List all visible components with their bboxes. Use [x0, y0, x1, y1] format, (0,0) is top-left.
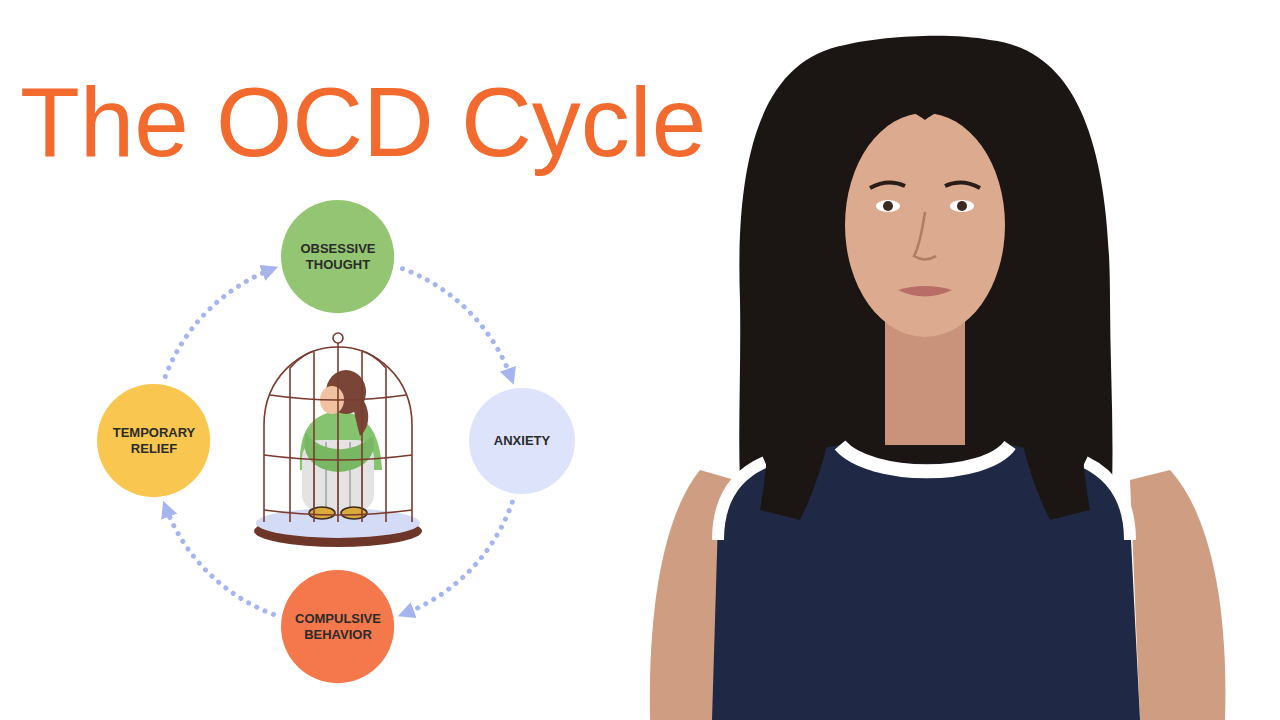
- right-arm: [1130, 470, 1225, 720]
- cycle-step-circle: ANXIETY: [469, 388, 575, 494]
- circle-text-group: ANXIETY: [494, 433, 550, 449]
- step-label: COMPULSIVE BEHAVIOR: [292, 611, 384, 642]
- left-iris: [883, 201, 893, 211]
- hair-top: [840, 44, 1010, 120]
- circle-text-group: TEMPORARY RELIEF: [108, 425, 200, 456]
- ponytail: [353, 395, 368, 436]
- right-shoe: [341, 507, 367, 519]
- circle-fill: [469, 388, 575, 494]
- step-label: ANXIETY: [494, 433, 550, 449]
- step-label: OBSESSIVE THOUGHT: [292, 241, 384, 272]
- circle-fill: [97, 384, 210, 497]
- nose: [914, 212, 936, 260]
- circle-fill: [281, 570, 394, 683]
- circle-fill: [281, 200, 394, 313]
- right-iris: [957, 201, 967, 211]
- right-brow: [945, 182, 980, 188]
- cycle-arrow: [403, 502, 513, 614]
- right-armhole-trim: [1085, 462, 1130, 540]
- left-eye: [876, 200, 900, 212]
- step-label: TEMPORARY RELIEF: [108, 425, 200, 456]
- diagram-title: The OCD Cycle: [20, 66, 810, 179]
- circle-text-group: COMPULSIVE BEHAVIOR: [292, 611, 384, 642]
- face: [845, 113, 1005, 337]
- cycle-arrow: [165, 269, 273, 377]
- cage-bars: [264, 333, 412, 522]
- lips: [898, 286, 952, 297]
- cycle-arrow: [165, 506, 273, 615]
- cycle-step-circle: COMPULSIVE BEHAVIOR: [281, 570, 394, 683]
- right-eye: [950, 200, 974, 212]
- neckline-trim: [840, 445, 1010, 471]
- cycle-step-circle: OBSESSIVE THOUGHT: [281, 200, 394, 313]
- left-armhole-trim: [718, 462, 765, 540]
- left-shoe: [309, 507, 335, 519]
- hair-right: [1000, 60, 1090, 520]
- cage-illustration: [254, 333, 422, 547]
- left-brow: [870, 182, 905, 188]
- cycle-arrow: [403, 269, 512, 380]
- presenter-figure: [650, 36, 1226, 720]
- hair-left: [760, 60, 850, 520]
- cycle-step-circle: TEMPORARY RELIEF: [97, 384, 210, 497]
- circle-text-group: OBSESSIVE THOUGHT: [292, 241, 384, 272]
